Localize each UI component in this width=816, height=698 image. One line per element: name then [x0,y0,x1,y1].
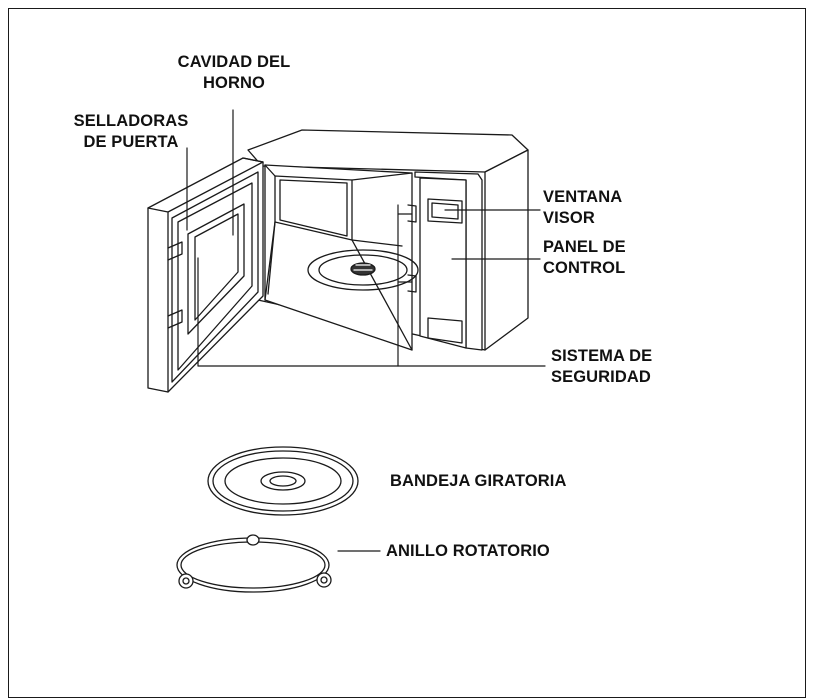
label-ventana-visor: VENTANA VISOR [543,187,622,229]
label-line: PANEL DE [543,238,626,256]
oven-cavity [264,164,419,351]
label-sistema-de-seguridad: SISTEMA DE SEGURIDAD [551,346,652,388]
oven-door [147,157,264,393]
label-cavidad-del-horno: CAVIDAD DEL HORNO [168,52,300,94]
rotating-ring [176,534,332,593]
diagram-frame [8,8,806,698]
label-line: SEGURIDAD [551,368,651,386]
label-panel-de-control: PANEL DE CONTROL [543,237,626,279]
label-line: SISTEMA DE [551,347,653,365]
label-line: DE PUERTA [83,133,179,151]
turntable-tray [207,446,359,516]
label-line: VENTANA [543,188,623,206]
label-line: VISOR [543,209,595,227]
label-line: CAVIDAD DEL [177,53,291,71]
label-anillo-rotatorio: ANILLO ROTATORIO [386,542,550,560]
label-line: CONTROL [543,259,626,277]
label-bandeja-giratoria: BANDEJA GIRATORIA [390,472,567,490]
label-line: SELLADORAS [73,112,189,130]
label-selladoras-de-puerta: SELLADORAS DE PUERTA [56,111,206,153]
control-panel [407,171,483,351]
leader-lines [186,109,546,552]
label-line: HORNO [203,74,265,92]
